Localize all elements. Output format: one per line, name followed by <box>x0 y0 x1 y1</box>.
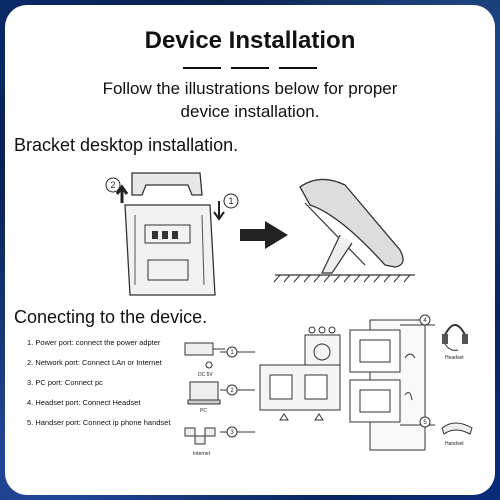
subtitle-line-1: Follow the illustrations below for prope… <box>102 79 398 98</box>
bracket-installation-illustration: 2 1 <box>105 172 415 296</box>
step-1-marker <box>223 193 239 209</box>
page-subtitle: Follow the illustrations below for prope… <box>5 77 495 123</box>
internet-label: Internet <box>193 451 211 457</box>
handset-icon <box>441 422 473 435</box>
phone-base-back <box>124 204 216 296</box>
power-adapter-icon <box>184 342 214 356</box>
underline-dash <box>231 67 269 69</box>
bracket-piece <box>131 172 203 196</box>
pc-label: PC <box>200 408 207 414</box>
port-list: 1. Power port: connect the power adpter … <box>27 338 197 438</box>
callout-2: 2 <box>230 388 234 394</box>
callout-3: 3 <box>230 430 234 436</box>
arrow-up-icon <box>115 184 129 203</box>
port-item-pc: 3. PC port: Connect pc <box>27 378 103 387</box>
arrow-right-icon <box>240 221 288 249</box>
port-item-network: 2. Network port: Connect LAn or Internet <box>27 358 162 367</box>
step-2-marker <box>105 177 121 193</box>
headset-jack <box>349 329 401 373</box>
title-underline <box>5 67 495 69</box>
arrow-down-icon <box>213 201 225 221</box>
dc-label: DC 5V <box>198 372 213 378</box>
step-2-label: 2 <box>110 180 115 190</box>
handset-jack <box>349 379 401 423</box>
port-item-handset: 5. Handser port: Connect ip phone handse… <box>27 418 171 427</box>
underline-dash <box>279 67 317 69</box>
connecting-section-heading: Conecting to the device. <box>14 307 208 327</box>
pc-icon <box>189 381 219 401</box>
dc-port-panel <box>304 334 341 366</box>
callout-4: 4 <box>423 318 427 324</box>
installation-card: Device Installation Follow the illustrat… <box>5 5 495 495</box>
handset-label: Handset <box>445 441 464 447</box>
step-1-label: 1 <box>228 196 233 206</box>
headset-label: Headset <box>445 355 464 361</box>
headset-icon <box>444 324 466 336</box>
connection-diagram: DC 5V PC Internet 1 2 3 <box>184 314 473 457</box>
phone-side-view <box>299 178 404 268</box>
port-item-power: 1. Power port: connect the power adpter <box>27 338 161 347</box>
underline-dash <box>183 67 221 69</box>
internet-icon <box>184 427 196 437</box>
page-title: Device Installation <box>144 27 356 54</box>
callout-5: 5 <box>423 420 427 426</box>
callout-1: 1 <box>230 350 234 356</box>
bracket-section-heading: Bracket desktop installation. <box>14 135 239 155</box>
subtitle-line-2: device installation. <box>180 102 320 121</box>
port-item-headset: 4. Headset port: Connect Headset <box>27 398 141 407</box>
